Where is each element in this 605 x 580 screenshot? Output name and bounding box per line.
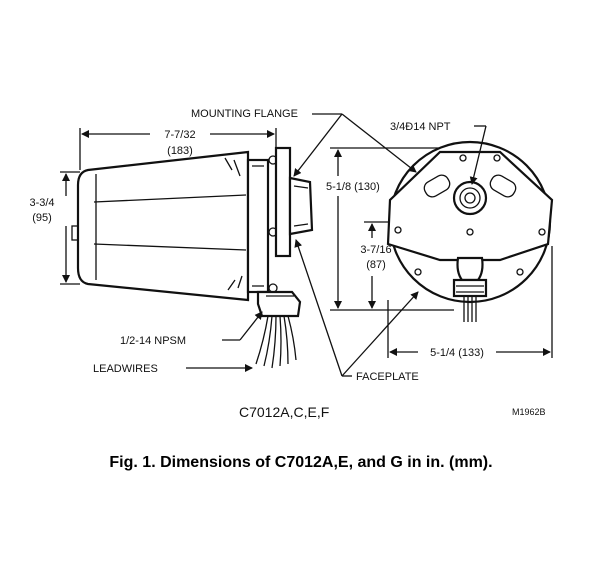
side-view [71,146,314,369]
side-stub [71,225,79,241]
lens-housing [288,176,314,236]
front-conduit [456,256,484,282]
collar [246,158,270,294]
mounting-flange-plate [274,146,292,258]
label-dim-height-total: 5-1/8 (130) [326,181,380,193]
label-dim-center-mm: (87) [366,259,386,271]
label-leadwires: LEADWIRES [93,363,158,375]
label-mounting-flange: MOUNTING FLANGE [191,108,298,120]
label-npsm: 1/2-14 NPSM [120,335,186,347]
leadwires-side [255,315,297,369]
labels: MOUNTING FLANGE 3/4Ð14 NPT 7-7/32 (183) … [29,108,545,471]
label-dim-center-in: 3-7/16 [360,244,391,256]
label-drawing-id: M1962B [512,407,546,417]
faceplate-hex [386,150,554,262]
label-height-mm: (95) [32,212,52,224]
label-dim-width: 5-1/4 (133) [430,347,484,359]
dimension-lines [60,113,553,377]
label-faceplate: FACEPLATE [356,371,419,383]
label-models: C7012A,C,E,F [239,404,329,420]
detector-body [76,150,250,302]
conduit-fitting [256,290,302,318]
label-length-in: 7-7/32 [164,129,195,141]
label-npt: 3/4Ð14 NPT [390,121,451,133]
label-length-mm: (183) [167,145,193,157]
label-height-in: 3-3/4 [29,197,54,209]
figure-caption: Fig. 1. Dimensions of C7012A,E, and G in… [109,454,492,471]
